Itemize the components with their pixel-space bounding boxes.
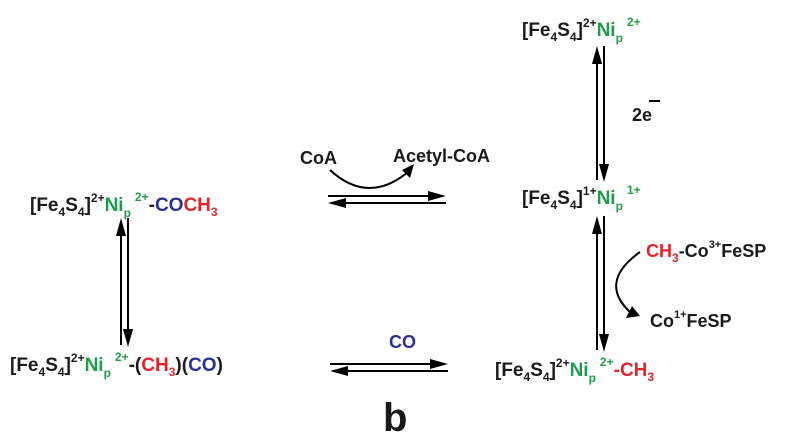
two-electron-label: 2e (632, 105, 652, 125)
equilibrium-arrow-right-top (592, 46, 609, 182)
species-mid-left: [Fe4S4]2+Nip2+-COCH3 (30, 190, 218, 220)
acetyl-coa-label: Acetyl-CoA (393, 146, 490, 166)
equilibrium-arrow-bottom (330, 359, 448, 376)
species-bottom-left: [Fe4S4]2+Nip2+-(CH3)(CO) (10, 350, 223, 380)
species-mid-right: [Fe4S4]1+Nip1+ (522, 183, 641, 213)
panel-label: b (383, 396, 407, 439)
species-bottom-right: [Fe4S4]2+Nip2+-CH3 (495, 355, 654, 385)
methyl-cobalt-feSP-label: CH3-Co3+FeSP (646, 239, 766, 265)
curved-arrow-methyl-transfer (615, 251, 641, 318)
co-label: CO (389, 332, 416, 352)
equilibrium-arrow-top (328, 191, 446, 208)
species-top-right: [Fe4S4]2+Nip2+ (522, 15, 641, 45)
equilibrium-arrow-right-bottom (592, 216, 609, 352)
curved-arrow-coa (329, 164, 414, 189)
coa-label: CoA (300, 148, 337, 168)
cobalt-one-feSP-label: Co1+FeSP (650, 309, 732, 331)
equilibrium-arrow-left (116, 218, 133, 347)
